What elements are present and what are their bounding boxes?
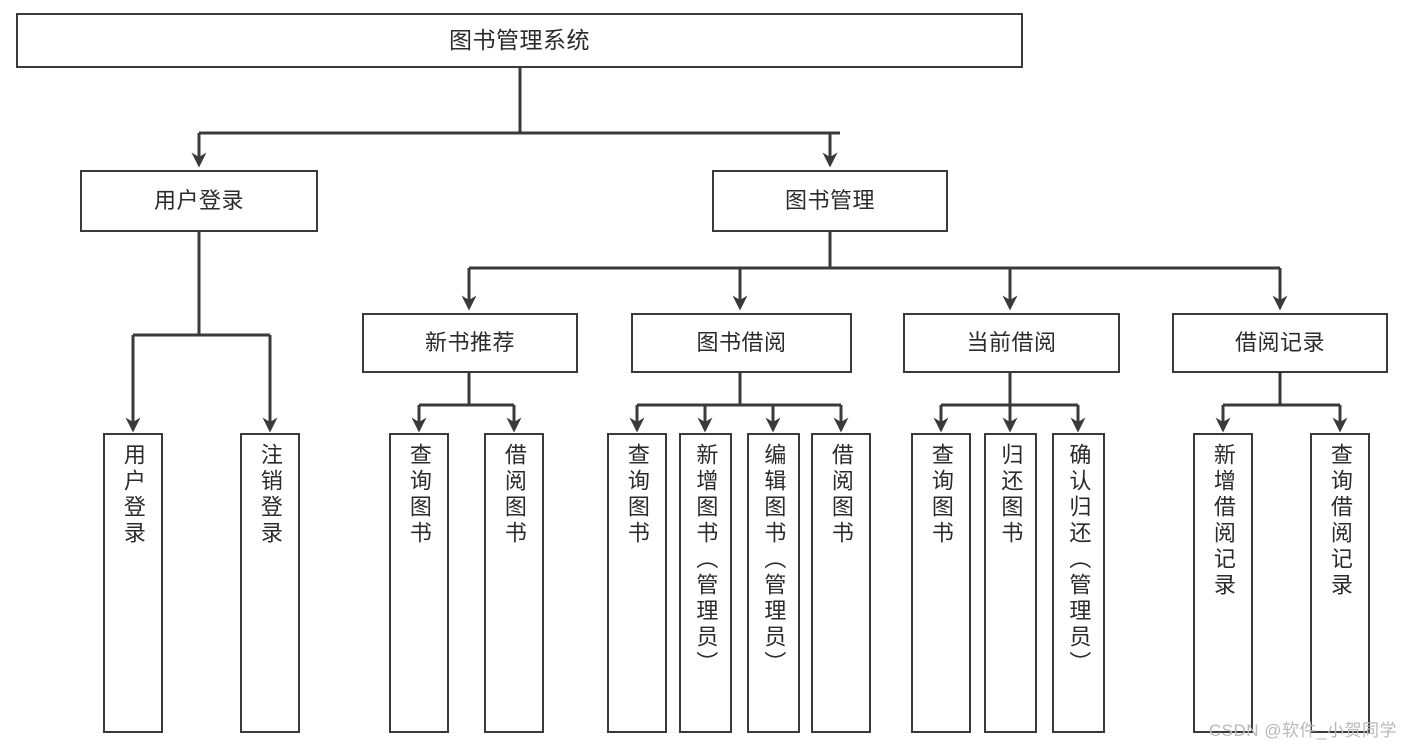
node-label: 编辑图书（管理员） bbox=[761, 443, 787, 677]
node-label: 新增图书（管理员） bbox=[693, 443, 719, 677]
node-label: 确认归还（管理员） bbox=[1066, 443, 1092, 677]
node-leaf-query-book-2[interactable]: 查询图书 bbox=[607, 433, 667, 733]
node-current-borrow[interactable]: 当前借阅 bbox=[903, 313, 1120, 373]
node-label: 借阅图书 bbox=[501, 443, 527, 547]
node-label: 归还图书 bbox=[998, 443, 1024, 547]
node-leaf-query-book-1[interactable]: 查询图书 bbox=[389, 433, 449, 733]
node-label: 借阅记录 bbox=[1234, 330, 1325, 356]
node-leaf-edit-book[interactable]: 编辑图书（管理员） bbox=[747, 433, 800, 733]
node-leaf-query-record[interactable]: 查询借阅记录 bbox=[1310, 433, 1370, 733]
node-leaf-confirm-return[interactable]: 确认归还（管理员） bbox=[1052, 433, 1105, 733]
node-label: 新增借阅记录 bbox=[1210, 443, 1236, 599]
node-book-borrow[interactable]: 图书借阅 bbox=[631, 313, 852, 373]
node-label: 注销登录 bbox=[257, 443, 283, 547]
node-leaf-borrow-book-2[interactable]: 借阅图书 bbox=[811, 433, 871, 733]
node-leaf-return-book[interactable]: 归还图书 bbox=[984, 433, 1037, 733]
node-leaf-query-book-3[interactable]: 查询图书 bbox=[911, 433, 971, 733]
node-leaf-add-record[interactable]: 新增借阅记录 bbox=[1193, 433, 1253, 733]
node-leaf-borrow-book-1[interactable]: 借阅图书 bbox=[484, 433, 544, 733]
node-leaf-logout[interactable]: 注销登录 bbox=[240, 433, 300, 733]
node-label: 借阅图书 bbox=[828, 443, 854, 547]
node-label: 新书推荐 bbox=[424, 330, 515, 356]
node-label: 当前借阅 bbox=[966, 330, 1057, 356]
node-label: 图书管理 bbox=[784, 188, 875, 214]
node-new-book-recommend[interactable]: 新书推荐 bbox=[362, 313, 578, 373]
node-label: 查询借阅记录 bbox=[1327, 443, 1353, 599]
node-label: 查询图书 bbox=[406, 443, 432, 547]
node-label: 图书借阅 bbox=[696, 330, 787, 356]
node-label: 查询图书 bbox=[928, 443, 954, 547]
node-label: 图书管理系统 bbox=[449, 26, 590, 53]
node-leaf-add-book[interactable]: 新增图书（管理员） bbox=[679, 433, 732, 733]
node-leaf-user-login[interactable]: 用户登录 bbox=[103, 433, 163, 733]
node-label: 用户登录 bbox=[153, 188, 244, 214]
node-book-manage[interactable]: 图书管理 bbox=[712, 170, 948, 232]
node-borrow-record[interactable]: 借阅记录 bbox=[1172, 313, 1388, 373]
node-root-system[interactable]: 图书管理系统 bbox=[16, 13, 1023, 68]
node-label: 查询图书 bbox=[624, 443, 650, 547]
watermark: CSDN @软件_小贺同学 bbox=[1208, 721, 1397, 740]
node-label: 用户登录 bbox=[120, 443, 146, 547]
node-user-login[interactable]: 用户登录 bbox=[80, 170, 318, 232]
